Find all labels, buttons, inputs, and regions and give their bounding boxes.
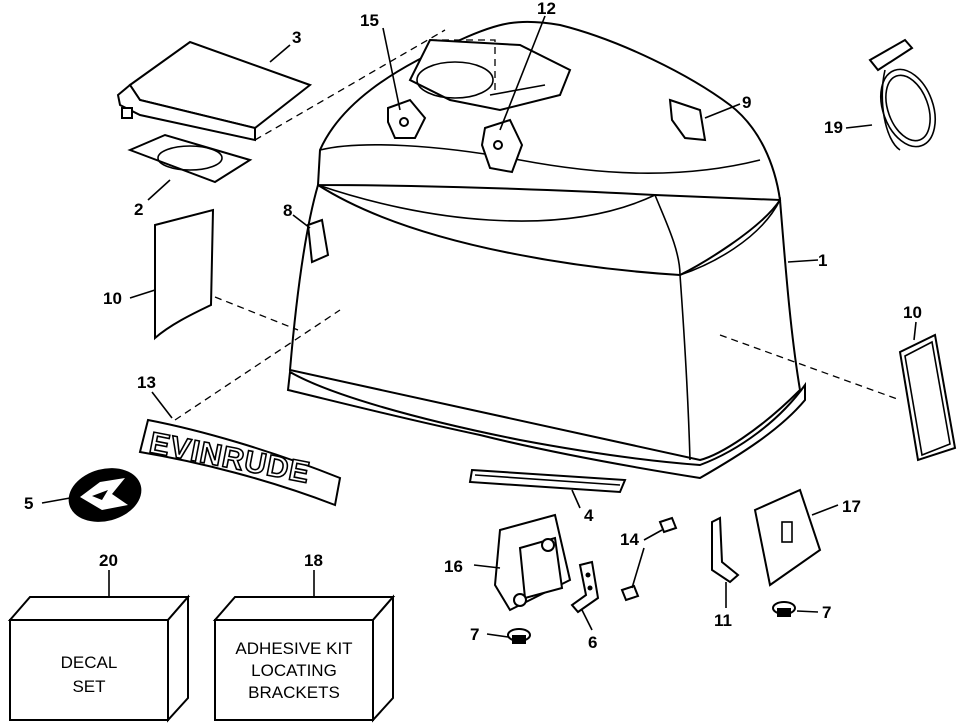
emblem-text: EVINRUDE bbox=[147, 426, 313, 490]
callout-labels: 1 2 3 4 5 6 7 7 8 9 10 10 11 12 13 14 15… bbox=[24, 0, 922, 652]
evinrude-emblem: EVINRUDE bbox=[138, 418, 342, 507]
right-side-panel bbox=[898, 333, 957, 462]
decal-set-box: DECAL SET bbox=[7, 594, 191, 723]
decal-box-line1: DECAL bbox=[61, 653, 118, 672]
callout-20: 20 bbox=[99, 551, 118, 570]
bracket-6 bbox=[570, 560, 600, 614]
callout-7b: 7 bbox=[822, 603, 831, 622]
adhesive-box-line2: LOCATING bbox=[251, 661, 337, 680]
grommet-7b bbox=[772, 601, 796, 617]
callout-10-left: 10 bbox=[103, 289, 122, 308]
callout-3: 3 bbox=[292, 28, 301, 47]
adhesive-kit-box: ADHESIVE KIT LOCATING BRACKETS bbox=[212, 594, 396, 723]
left-side-panel bbox=[154, 208, 215, 341]
callout-14: 14 bbox=[620, 530, 639, 549]
clip-15 bbox=[387, 98, 427, 139]
grommet-7a bbox=[507, 628, 531, 644]
callout-8: 8 bbox=[283, 201, 292, 220]
bracket-11 bbox=[711, 516, 740, 584]
callout-10-right: 10 bbox=[903, 303, 922, 322]
callout-1: 1 bbox=[818, 251, 827, 270]
decal-box-line2: SET bbox=[72, 677, 105, 696]
callout-12: 12 bbox=[537, 0, 556, 18]
logo-disc bbox=[68, 468, 142, 522]
callout-18: 18 bbox=[304, 551, 323, 570]
callout-5: 5 bbox=[24, 494, 33, 513]
leader-lines bbox=[41, 15, 917, 638]
callout-2: 2 bbox=[134, 200, 143, 219]
callout-13: 13 bbox=[137, 373, 156, 392]
vent-cover bbox=[116, 40, 313, 142]
callout-19: 19 bbox=[824, 118, 843, 137]
callout-9: 9 bbox=[742, 93, 751, 112]
engine-cover bbox=[286, 20, 806, 480]
adhesive-box-line3: BRACKETS bbox=[248, 683, 340, 702]
callout-11: 11 bbox=[714, 611, 732, 630]
plate-17 bbox=[753, 488, 822, 587]
bracket-16 bbox=[493, 513, 572, 612]
callout-15: 15 bbox=[360, 11, 379, 30]
wire-lead bbox=[868, 38, 936, 151]
callout-7a: 7 bbox=[470, 625, 479, 644]
trim-strip bbox=[468, 468, 627, 494]
callout-6: 6 bbox=[588, 633, 597, 652]
vent-gasket bbox=[127, 133, 253, 184]
callout-4: 4 bbox=[584, 506, 594, 525]
adhesive-box-line1: ADHESIVE KIT bbox=[235, 639, 352, 658]
callout-16: 16 bbox=[444, 557, 463, 576]
clip-12 bbox=[480, 118, 524, 174]
screw-14 bbox=[620, 516, 678, 602]
callout-17: 17 bbox=[842, 497, 861, 516]
